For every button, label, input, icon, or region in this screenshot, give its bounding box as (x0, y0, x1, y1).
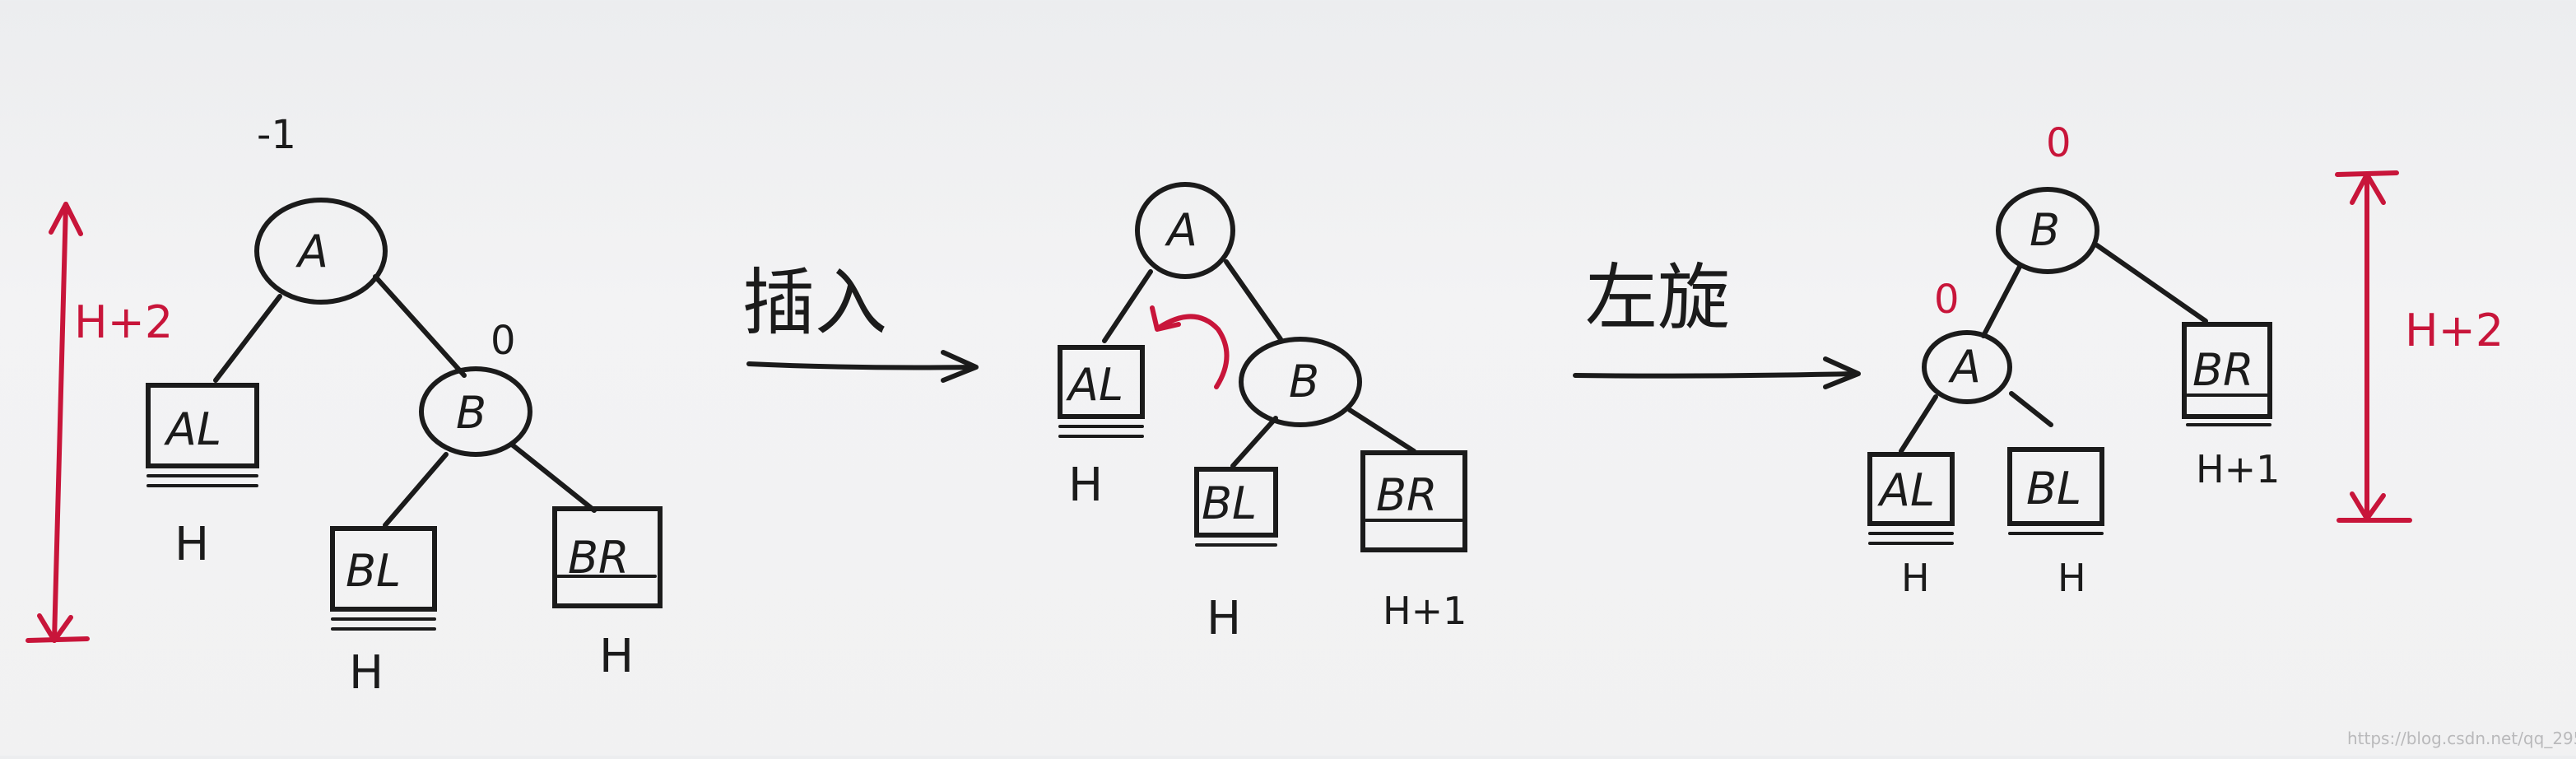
step-insert: 插入 (742, 260, 979, 383)
node-b-label: B (456, 387, 486, 439)
height2-bl: H (1207, 592, 1241, 645)
tree-after: 0 B 0 A AL H BL H BR H+1 (1867, 120, 2504, 600)
edge3-a-al (1899, 394, 1938, 454)
edge3-a-bl (2009, 391, 2053, 427)
edge3-b-a (1981, 264, 2022, 338)
height3-br: H+1 (2196, 447, 2280, 491)
subtree3-al-label: AL (1877, 464, 1935, 516)
node3-a-label: A (1948, 341, 1981, 393)
height-marker-after: H+2 (2335, 170, 2504, 523)
subtree3-bl-label: BL (2026, 463, 2081, 515)
balance-a-after: 0 (1934, 277, 1960, 323)
edge2-b-bl (1230, 416, 1278, 468)
subtree-al (146, 383, 259, 468)
edge-a-b (373, 274, 467, 378)
height2-al: H (1068, 459, 1103, 512)
node-b (419, 366, 532, 457)
balance-root-after: 0 (2046, 120, 2071, 166)
subtree-bl-label: BL (346, 545, 401, 597)
step-insert-label: 插入 (742, 260, 887, 345)
edge3-b-br (2095, 243, 2208, 324)
height-marker-before: H+2 (26, 202, 173, 643)
subtree2-bl-label: BL (1202, 477, 1257, 529)
watermark: https://blog.csdn.net/qq_29590309 (2347, 729, 2576, 748)
tree-inserted: A B AL H BL H BR H+1 (1058, 182, 1467, 645)
edge2-a-al (1102, 269, 1153, 343)
subtree2-al-label: AL (1066, 359, 1123, 411)
subtree2-al (1058, 345, 1145, 419)
tree-before: H+2 -1 A B 0 AL H BL H BR H (26, 112, 663, 700)
step-rotate-label: 左旋 (1585, 255, 1730, 340)
subtree2-bl (1194, 467, 1278, 538)
height3-al: H (1901, 556, 1930, 600)
node3-b-label: B (2030, 204, 2060, 256)
subtree3-bl (2007, 447, 2104, 526)
height-br-before: H (599, 630, 634, 683)
step-rotate-left: 左旋 (1573, 255, 1861, 389)
edge-b-br (509, 442, 597, 513)
rotate-arrow-icon (1156, 314, 1230, 389)
subtree-al-label: AL (164, 403, 221, 455)
subtree2-br-label: BR (1376, 469, 1438, 521)
rotate-arrowhead-icon (1150, 305, 1181, 332)
node2-b (1239, 337, 1362, 427)
edge2-a-b (1224, 259, 1283, 342)
height-bl-before: H (349, 646, 384, 700)
subtree3-al (1867, 452, 1955, 526)
node2-a (1135, 182, 1235, 279)
subtree2-br (1360, 450, 1467, 552)
height-label-after: H+2 (2405, 305, 2504, 356)
node2-a-label: A (1165, 204, 1197, 256)
node-a-label: A (295, 226, 328, 277)
subtree3-br (2182, 322, 2272, 419)
balance-b-before: 0 (491, 318, 516, 364)
subtree-br (552, 506, 663, 608)
node3-b (1996, 187, 2099, 274)
height-label-before: H+2 (74, 296, 173, 348)
subtree-bl (330, 526, 437, 612)
node-a (254, 198, 388, 305)
subtree3-br-label: BR (2192, 344, 2254, 396)
edge-b-bl (383, 452, 449, 528)
balance-root-before: -1 (257, 112, 296, 158)
height2-br: H+1 (1383, 589, 1467, 633)
edge-a-al (213, 294, 282, 383)
node2-b-label: B (1289, 356, 1319, 407)
edge2-b-br (1347, 407, 1416, 454)
height3-bl: H (2058, 556, 2086, 600)
height-al-before: H (174, 518, 209, 571)
node3-a (1922, 330, 2012, 404)
